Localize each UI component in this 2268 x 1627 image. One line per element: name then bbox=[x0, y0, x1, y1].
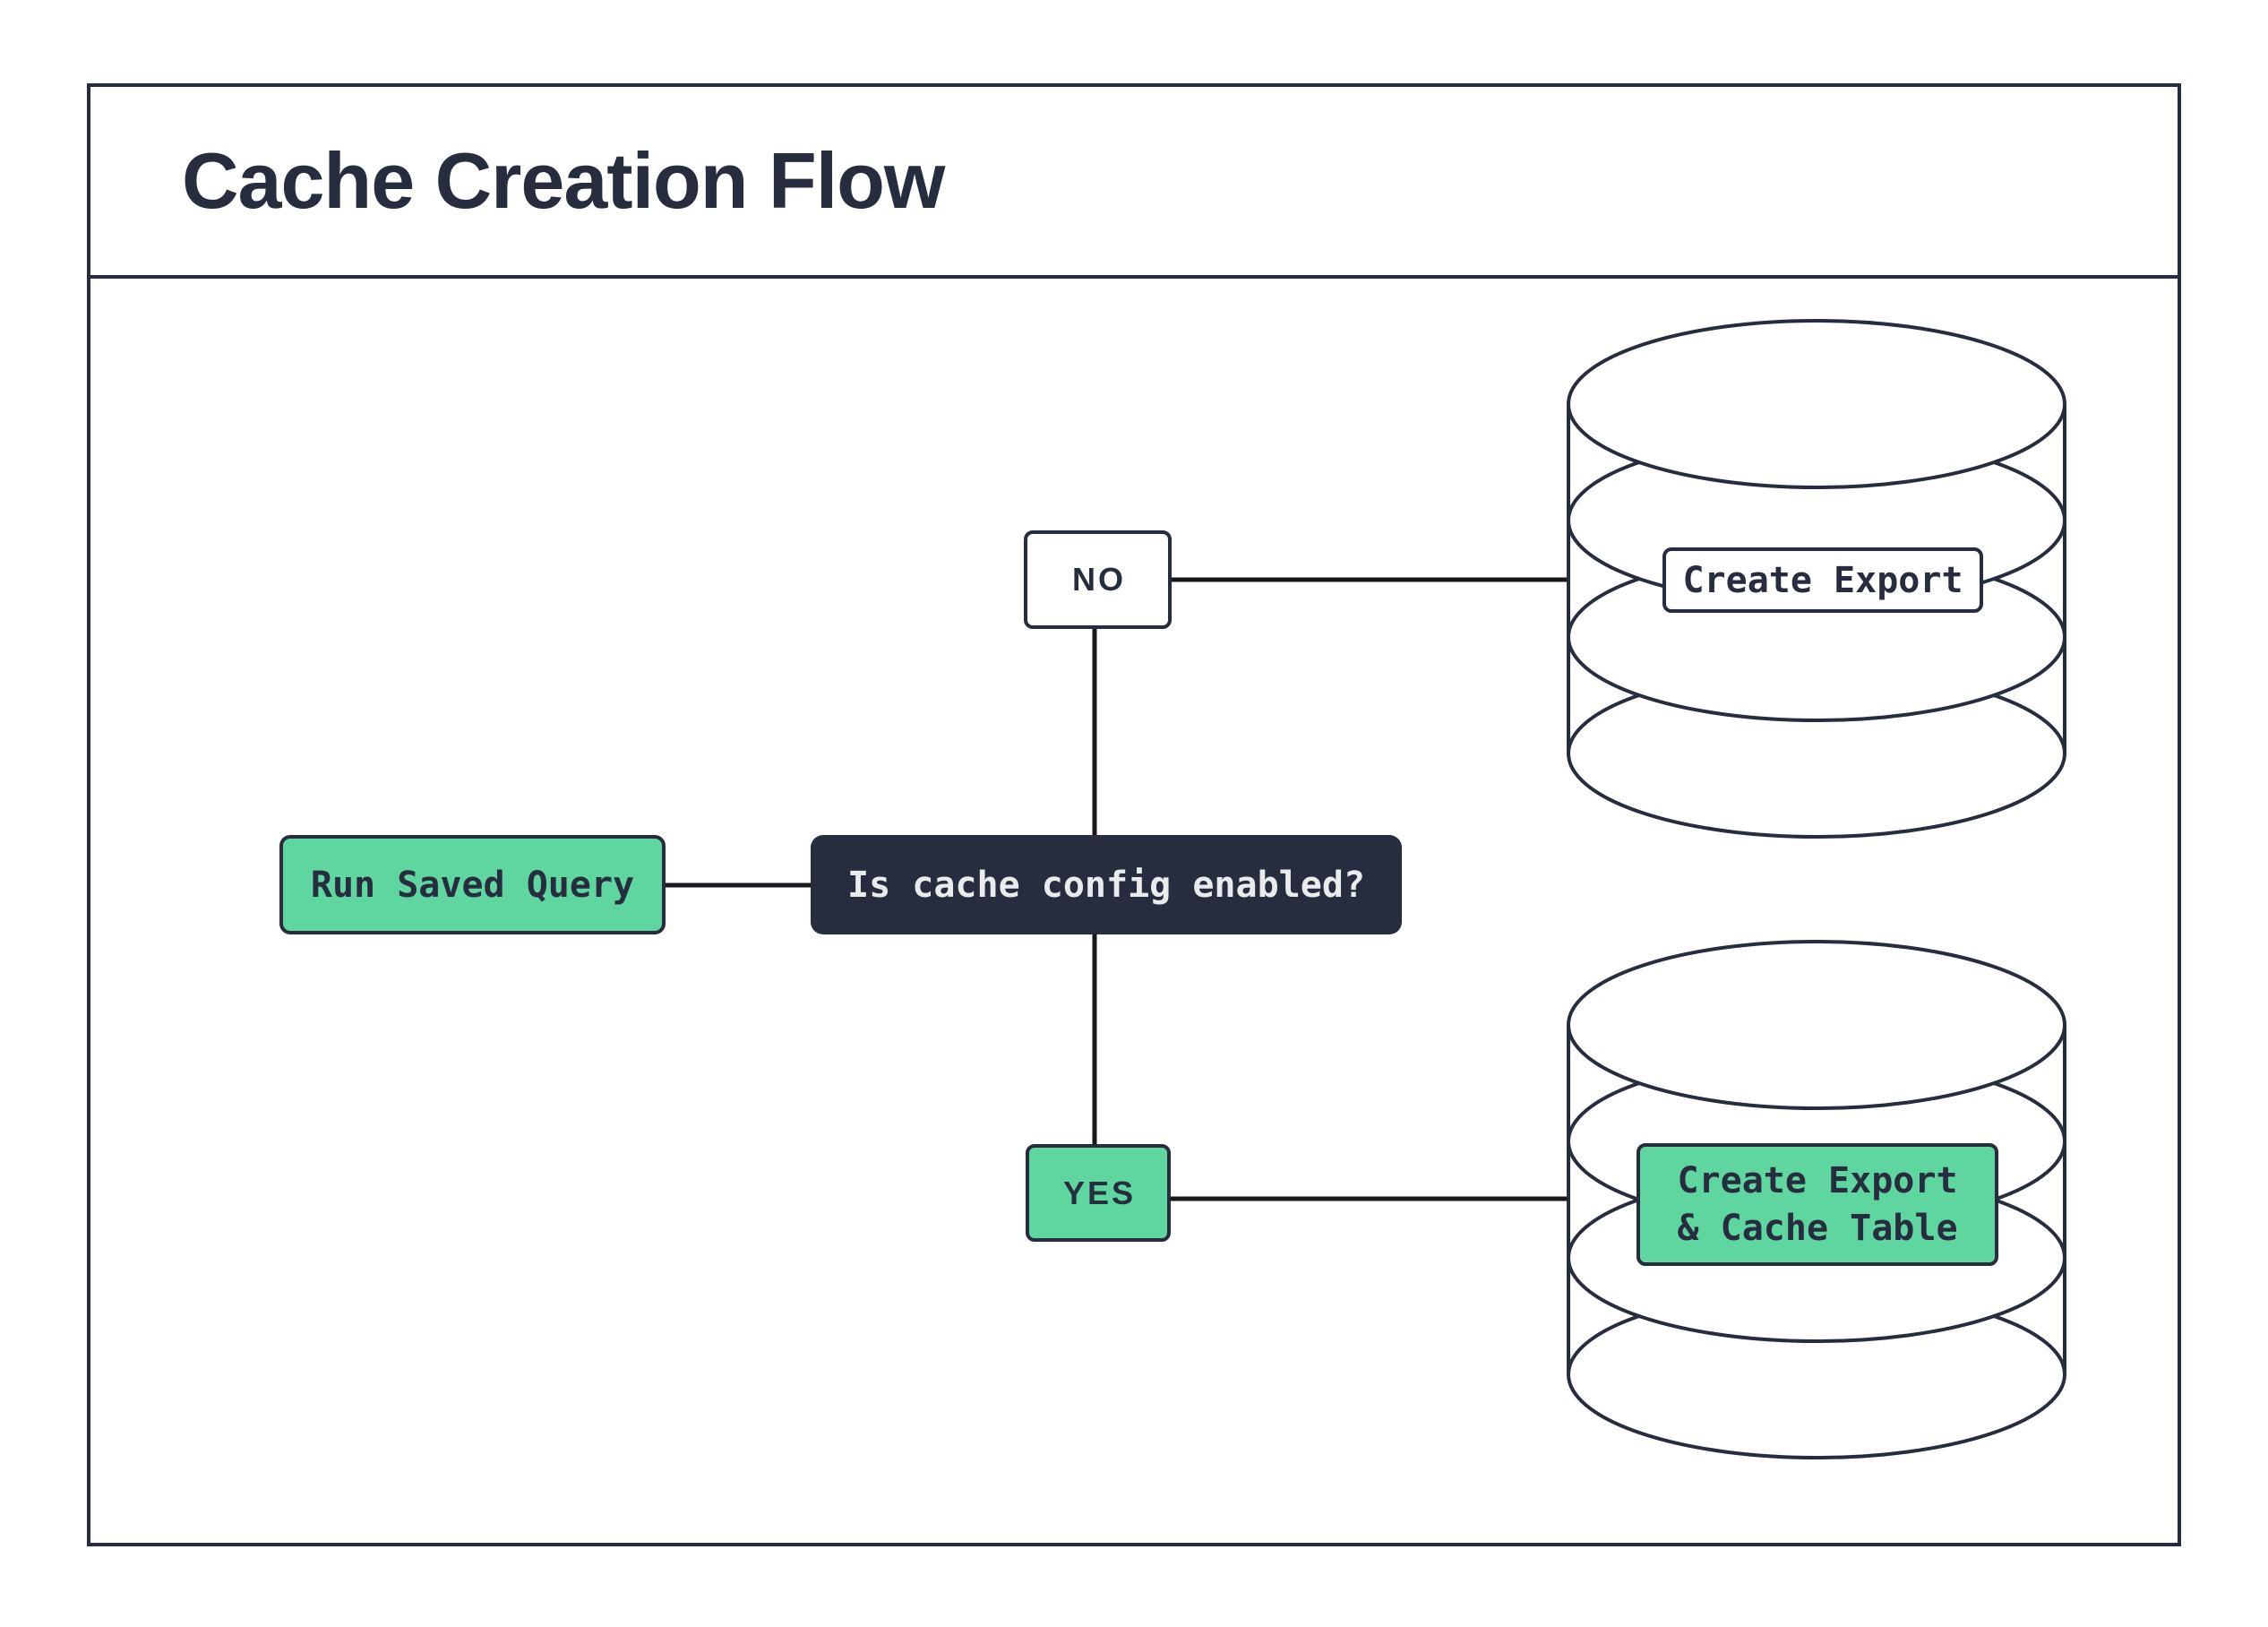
diagram-title: Cache Creation Flow bbox=[182, 136, 945, 225]
diagram-header: Cache Creation Flow bbox=[87, 83, 2181, 279]
node-create-export-and-cache-table: Create Export & Cache Table bbox=[1637, 1143, 1998, 1266]
edge-label-yes: YES bbox=[1026, 1144, 1171, 1242]
database-cylinder-icon-top bbox=[1567, 319, 2066, 839]
node-run-saved-query: Run Saved Query bbox=[279, 835, 666, 934]
edge-label-no: NO bbox=[1024, 530, 1172, 629]
node-decision-is-cache-config-enabled: Is cache config enabled? bbox=[811, 835, 1402, 934]
node-create-export: Create Export bbox=[1662, 547, 1983, 613]
